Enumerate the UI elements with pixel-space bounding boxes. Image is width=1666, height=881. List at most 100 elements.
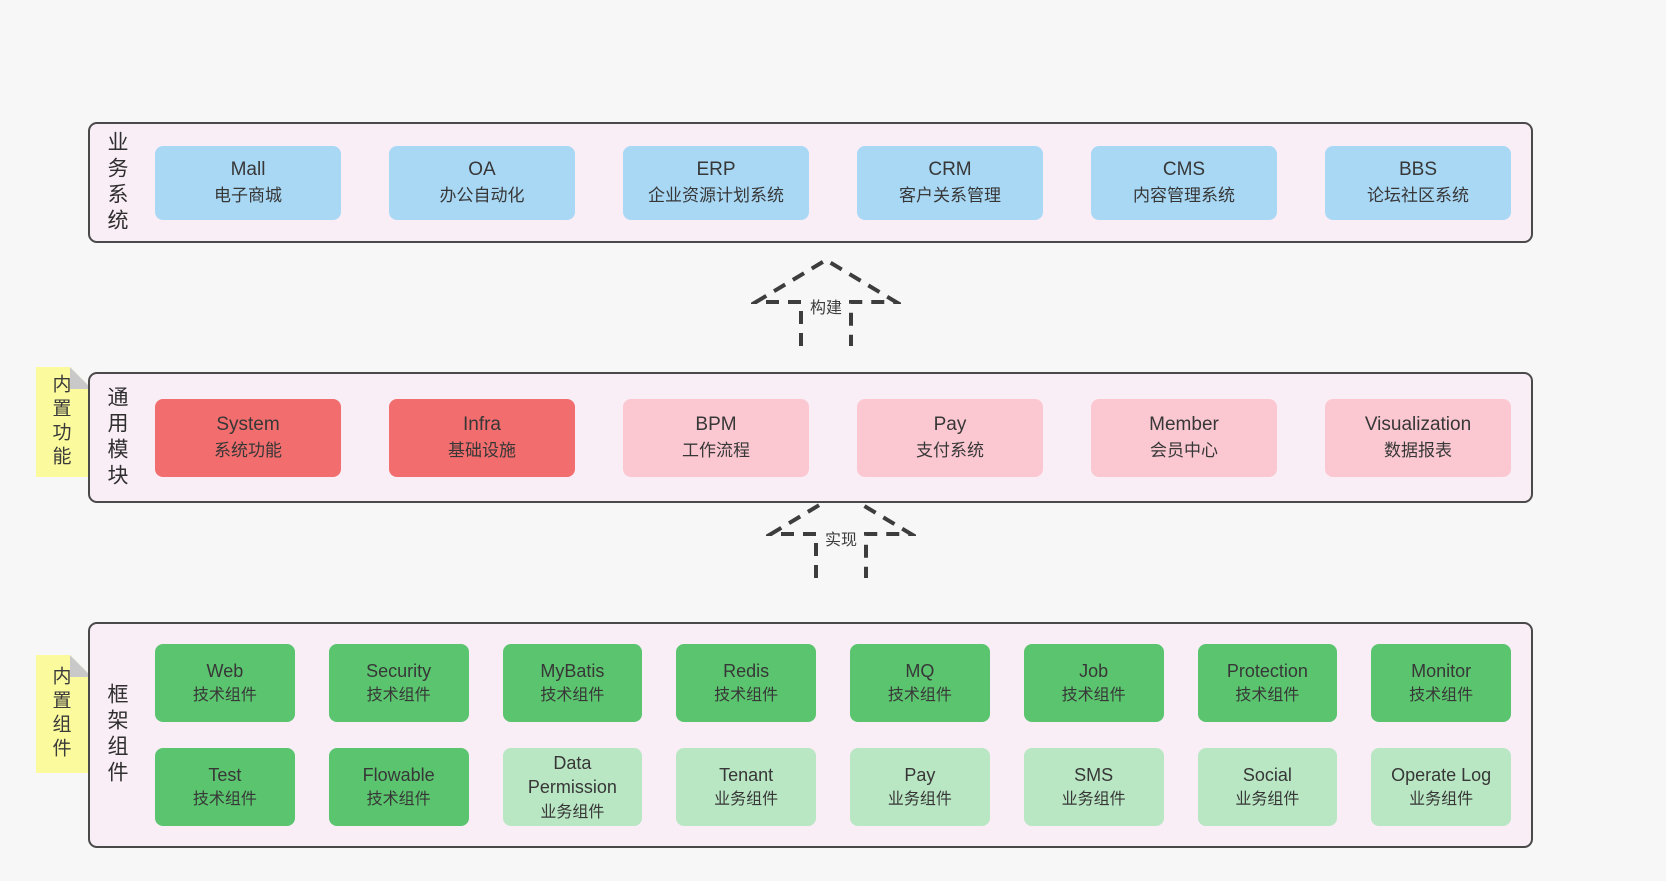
box-title: Security [366, 661, 432, 682]
build-arrow-label: 构建 [806, 294, 846, 318]
box-visualization: Visualization 数据报表 [1325, 398, 1511, 477]
box-subtitle: 技术组件 [1409, 687, 1474, 705]
box-subtitle: 业务组件 [1409, 791, 1474, 809]
box-redis: Redis 技术组件 [676, 644, 816, 722]
box-title: Operate Log [1391, 765, 1492, 786]
build-arrow: 构建 [751, 256, 901, 346]
box-subtitle: 论坛社区系统 [1367, 186, 1469, 206]
box-subtitle: 工作流程 [682, 441, 750, 461]
box-subtitle: 电子商城 [214, 186, 282, 206]
box-title: System [216, 413, 280, 435]
box-test: Test 技术组件 [155, 748, 295, 826]
box-subtitle: 技术组件 [366, 791, 431, 809]
box-bpm: BPM 工作流程 [623, 398, 809, 477]
module-boxes: System 系统功能 Infra 基础设施 BPM 工作流程 Pay 支付系统… [127, 398, 1531, 477]
box-title: Test [208, 765, 242, 786]
box-title: CMS [1162, 158, 1206, 180]
box-subtitle: 技术组件 [714, 687, 779, 705]
box-infra: Infra 基础设施 [389, 398, 575, 477]
box-title: Data Permission [527, 752, 617, 798]
up-arrow-icon [751, 257, 901, 346]
box-title: Web [206, 661, 244, 682]
box-flowable: Flowable 技术组件 [328, 748, 469, 826]
box-cms: CMS 内容管理系统 [1091, 145, 1277, 220]
box-subtitle: 企业资源计划系统 [648, 186, 784, 206]
box-web: Web 技术组件 [155, 644, 295, 722]
box-title: Redis [723, 661, 770, 682]
box-protection: Protection 技术组件 [1197, 644, 1338, 722]
layer-framework-components: 框架组件 Web 技术组件 Security 技术组件 MyBatis 技术组件… [88, 622, 1533, 848]
box-subtitle: 客户关系管理 [899, 186, 1001, 206]
box-subtitle: 业务组件 [540, 803, 605, 821]
box-mall: Mall 电子商城 [155, 145, 341, 220]
sticky-tag-text: 内置组件 [49, 666, 71, 762]
box-subtitle: 支付系统 [916, 441, 984, 461]
box-monitor: Monitor 技术组件 [1371, 644, 1511, 722]
box-subtitle: 技术组件 [366, 687, 431, 705]
layer-modules-label: 通用模块 [105, 385, 128, 490]
layer-business-label: 业务系统 [105, 130, 128, 235]
box-member: Member 会员中心 [1091, 398, 1277, 477]
box-subtitle: 业务组件 [714, 791, 779, 809]
box-subtitle: 技术组件 [192, 791, 257, 809]
box-job: Job 技术组件 [1023, 644, 1164, 722]
box-title: Monitor [1411, 661, 1472, 682]
box-tenant: Tenant 业务组件 [676, 748, 816, 826]
box-pay-module: Pay 支付系统 [857, 398, 1043, 477]
up-arrow-icon [766, 489, 916, 578]
sticky-tag-builtin-features: 内置功能 [36, 367, 92, 477]
box-title: MyBatis [540, 661, 605, 682]
box-operate-log: Operate Log 业务组件 [1371, 748, 1511, 826]
box-title: Mall [230, 158, 266, 180]
box-title: BPM [695, 413, 737, 435]
box-title: Pay [933, 413, 967, 435]
box-mybatis: MyBatis 技术组件 [502, 644, 643, 722]
box-title: Protection [1226, 661, 1308, 682]
box-subtitle: 技术组件 [1235, 687, 1300, 705]
box-erp: ERP 企业资源计划系统 [623, 145, 809, 220]
box-subtitle: 技术组件 [192, 687, 257, 705]
box-title: SMS [1074, 765, 1114, 786]
box-title: ERP [696, 158, 736, 180]
box-subtitle: 业务组件 [1235, 791, 1300, 809]
box-title: Job [1079, 661, 1109, 682]
box-subtitle: 技术组件 [540, 687, 605, 705]
box-subtitle: 基础设施 [448, 441, 516, 461]
box-title: Member [1149, 413, 1219, 435]
box-oa: OA 办公自动化 [389, 145, 575, 220]
box-title: CRM [928, 158, 972, 180]
box-mq: MQ 技术组件 [850, 644, 990, 722]
business-boxes: Mall 电子商城 OA 办公自动化 ERP 企业资源计划系统 CRM 客户关系… [127, 145, 1531, 220]
layer-business-systems: 业务系统 Mall 电子商城 OA 办公自动化 ERP 企业资源计划系统 CRM… [88, 122, 1533, 243]
implement-arrow-label: 实现 [821, 526, 861, 550]
box-bbs: BBS 论坛社区系统 [1325, 145, 1511, 220]
box-pay-component: Pay 业务组件 [850, 748, 990, 826]
box-subtitle: 业务组件 [1061, 791, 1126, 809]
box-sms: SMS 业务组件 [1023, 748, 1164, 826]
layer-framework-label: 框架组件 [105, 683, 128, 787]
framework-boxes: Web 技术组件 Security 技术组件 MyBatis 技术组件 Redi… [127, 644, 1531, 826]
box-title: Pay [904, 765, 936, 786]
box-title: Flowable [362, 765, 435, 786]
implement-arrow: 实现 [766, 488, 916, 578]
box-subtitle: 内容管理系统 [1133, 186, 1235, 206]
box-subtitle: 办公自动化 [439, 186, 525, 206]
box-subtitle: 系统功能 [214, 441, 282, 461]
box-title: BBS [1398, 158, 1438, 180]
box-subtitle: 数据报表 [1384, 441, 1452, 461]
box-title: Social [1242, 765, 1292, 786]
box-social: Social 业务组件 [1197, 748, 1338, 826]
box-subtitle: 业务组件 [887, 791, 952, 809]
box-crm: CRM 客户关系管理 [857, 145, 1043, 220]
box-subtitle: 会员中心 [1150, 441, 1218, 461]
box-subtitle: 技术组件 [887, 687, 952, 705]
box-system: System 系统功能 [155, 398, 341, 477]
box-title: Visualization [1364, 413, 1472, 435]
box-subtitle: 技术组件 [1061, 687, 1126, 705]
box-security: Security 技术组件 [328, 644, 469, 722]
box-title: OA [468, 158, 496, 180]
box-title: Tenant [719, 765, 774, 786]
box-title: MQ [905, 661, 935, 682]
box-data-permission: Data Permission 业务组件 [502, 748, 643, 826]
sticky-tag-text: 内置功能 [49, 374, 71, 470]
